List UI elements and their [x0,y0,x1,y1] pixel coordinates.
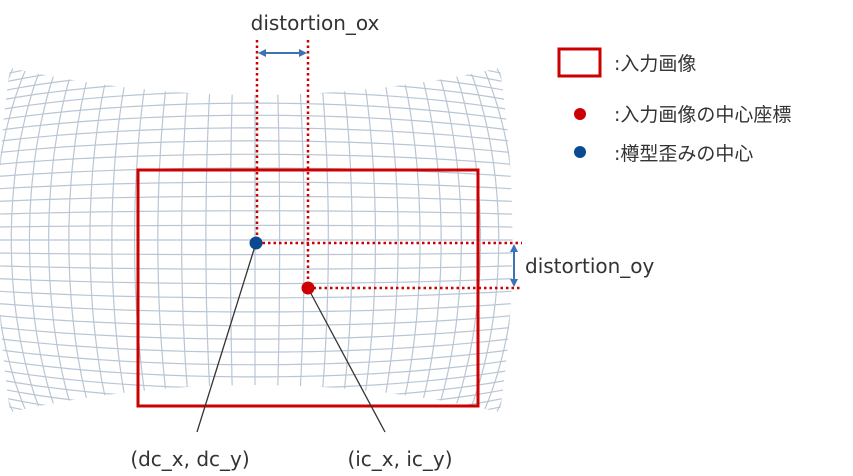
distortion-ox-label: distortion_ox [251,11,380,35]
input-image-frame [136,168,480,408]
grid-line [0,376,513,412]
grid-line [0,286,513,313]
red-rectangle-icon [557,47,602,78]
leader-line-ic [307,287,386,433]
grid-line [0,277,513,299]
distortion-oy-label: distortion_oy [525,254,655,278]
grid-line [0,369,513,412]
legend-input-center-label: :入力画像の中心座標 [614,104,791,126]
grid-line [0,249,513,256]
grid-line [0,210,513,222]
ic-coordinate-label: (ic_x, ic_y) [347,447,452,471]
grid-line [0,305,513,340]
grid-line [0,322,513,366]
leader-line-dc [196,242,257,433]
grid-line [0,295,513,327]
input-center-point [301,281,315,295]
grid-line [0,347,513,401]
grid-line [0,331,513,378]
grid-line [68,68,119,412]
grid-line [0,127,513,167]
grid-line [0,140,513,175]
grid-line [0,258,513,270]
distortion-oy-arrow [510,244,518,287]
distortion-ox-arrow [258,49,307,57]
grid-line [0,195,513,212]
blue-dot-icon [574,146,586,158]
grid-line [0,268,513,285]
grid-line [0,114,513,158]
grid-line [0,102,513,149]
legend: :入力画像 :入力画像の中心座標 :樽型歪みの中心 [557,47,791,165]
dc-coordinate-label: (dc_x, dc_y) [130,447,249,471]
red-dot-icon [574,108,586,120]
grid-line [0,68,513,111]
distortion-center-point [249,236,263,250]
legend-input-image-label: :入力画像 [614,53,696,75]
grid-line [0,153,513,185]
grid-line [0,167,513,194]
grid-line [0,313,513,353]
grid-line [0,224,513,231]
guide-lines [255,40,522,290]
grid-line [0,181,513,203]
legend-distortion-center-label: :樽型歪みの中心 [614,143,753,165]
